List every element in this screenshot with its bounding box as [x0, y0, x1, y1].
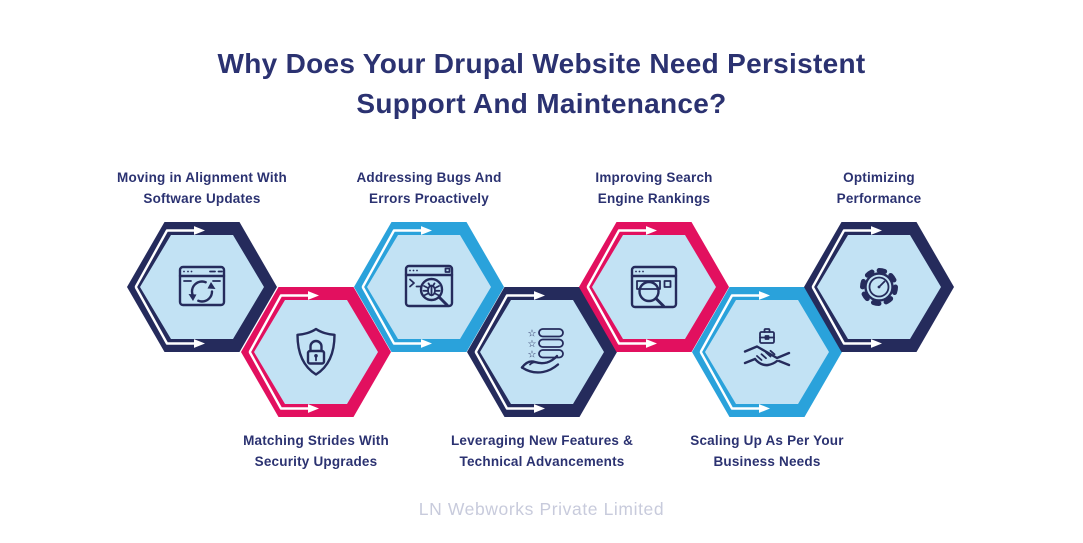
- hexagon-performance: [804, 222, 954, 352]
- flow-arrows: [699, 291, 770, 413]
- hexagon-label-seo-rankings: Improving Search Engine Rankings: [595, 170, 713, 206]
- page-title-line2: Support And Maintenance?: [356, 88, 727, 119]
- hexagon-fill: [592, 235, 716, 339]
- page-title-line1: Why Does Your Drupal Website Need Persis…: [217, 48, 866, 79]
- flow-arrows: [248, 291, 319, 413]
- hexagon-label-new-features: Leveraging New Features & Technical Adva…: [450, 433, 634, 469]
- shield-lock-icon: [296, 327, 336, 376]
- features-hand-icon: ☆ ☆ ☆: [520, 328, 564, 374]
- hexagon-label-security-upgrades: Matching Strides With Security Upgrades: [243, 433, 389, 469]
- browser-refresh-icon: [178, 265, 226, 307]
- flow-arrows: [134, 226, 205, 348]
- page-title: Why Does Your Drupal Website Need Persis…: [0, 44, 1083, 124]
- hexagon-label-business-scaling: Scaling Up As Per Your Business Needs: [690, 433, 844, 469]
- flow-arrows: [811, 226, 882, 348]
- handshake-icon: [743, 328, 791, 367]
- hexagon-seo-rankings: [579, 222, 729, 352]
- hexagon-bug-fixing: [354, 222, 504, 352]
- hexagon-fill: [140, 235, 264, 339]
- hexagon-label-bug-fixing: Addressing Bugs And Errors Proactively: [356, 170, 502, 206]
- hexagon-label-software-updates: Moving in Alignment With Software Update…: [117, 170, 287, 206]
- hexagon-label-performance: Optimizing Performance: [836, 170, 922, 206]
- flow-arrows: [474, 291, 545, 413]
- flow-arrows: [586, 226, 657, 348]
- hexagon-software-updates: [127, 222, 277, 352]
- brand-footer: LN Webworks Private Limited: [418, 499, 665, 519]
- svg-text:☆: ☆: [528, 350, 537, 361]
- svg-text:☆: ☆: [528, 329, 537, 340]
- bug-search-icon: [404, 264, 454, 308]
- gear-gauge-icon: [860, 268, 898, 306]
- seo-search-icon: [630, 265, 678, 309]
- hexagon-security-upgrades: [241, 287, 391, 417]
- flow-arrows: [361, 226, 432, 348]
- svg-text:☆: ☆: [528, 339, 537, 350]
